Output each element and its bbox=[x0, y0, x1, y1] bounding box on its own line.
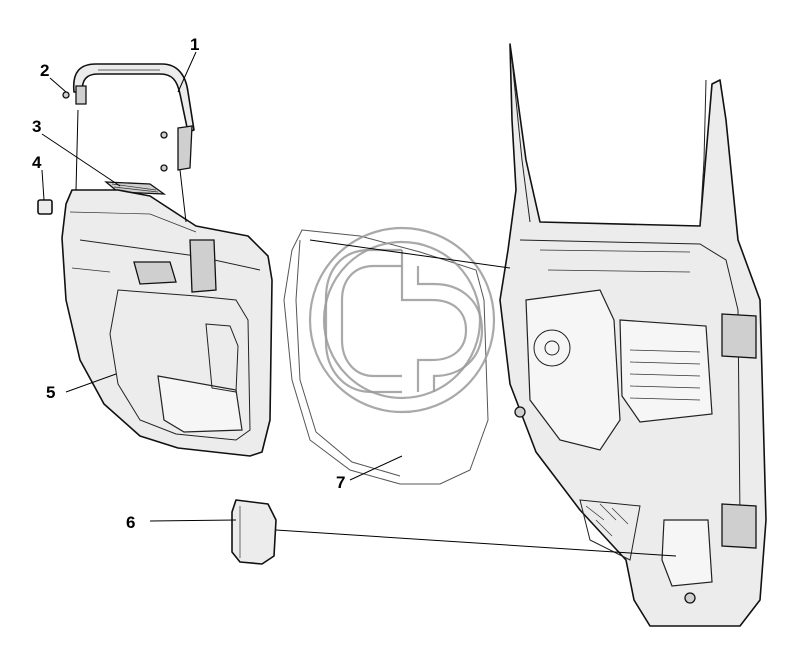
leader-6 bbox=[149, 519, 237, 522]
leader-1b bbox=[75, 109, 79, 191]
callout-6: 6 bbox=[126, 513, 135, 532]
part-assist-handle bbox=[62, 63, 195, 172]
leader-3 bbox=[41, 133, 121, 187]
leader-7b bbox=[309, 239, 511, 269]
leader-2 bbox=[49, 77, 67, 93]
callout-5: 5 bbox=[46, 383, 55, 402]
leader-lines bbox=[41, 51, 677, 557]
part-door-trim-panel bbox=[61, 189, 273, 457]
door-inner-structure bbox=[499, 43, 767, 627]
leader-7 bbox=[349, 455, 403, 481]
callout-2: 2 bbox=[40, 61, 49, 80]
callout-4: 4 bbox=[32, 153, 42, 172]
leader-1c bbox=[179, 169, 187, 223]
watermark-logo bbox=[308, 226, 496, 414]
callout-labels: 1 2 3 4 5 6 7 bbox=[32, 35, 345, 532]
callout-3: 3 bbox=[32, 117, 41, 136]
part-access-cover bbox=[231, 499, 277, 565]
callout-7: 7 bbox=[336, 473, 345, 492]
leader-6b bbox=[275, 529, 677, 557]
callout-1: 1 bbox=[190, 35, 199, 54]
part-water-shield bbox=[283, 229, 489, 485]
leader-4 bbox=[41, 169, 45, 201]
leader-1 bbox=[177, 51, 197, 93]
part-plug bbox=[37, 199, 53, 215]
leader-5 bbox=[65, 373, 117, 393]
